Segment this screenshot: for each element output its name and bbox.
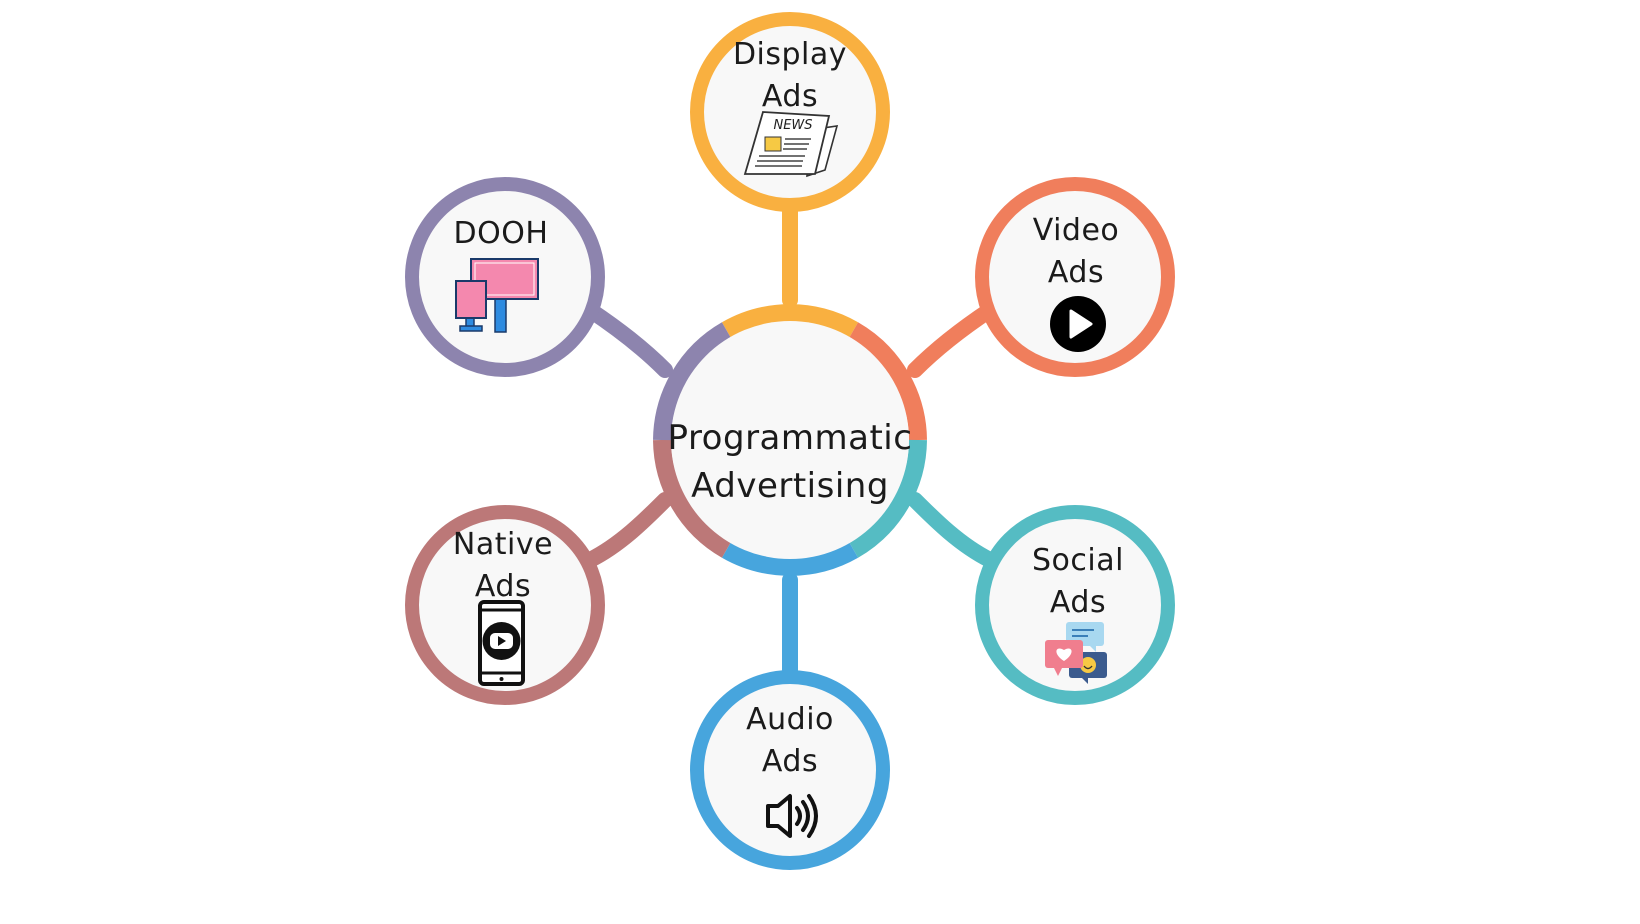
center-ring: [653, 304, 927, 576]
center-label-line2: Advertising: [691, 466, 889, 506]
connector-dooh: [582, 302, 673, 378]
node-audio: [690, 670, 890, 870]
native-ads-label: Native Ads: [403, 524, 603, 608]
display-ads-label-line1: Display: [732, 37, 848, 72]
newspaper-icon-text: NEWS: [773, 118, 812, 133]
social-ads-label-line2: Ads: [1049, 585, 1107, 620]
connector-social: [907, 492, 998, 568]
social-ads-label-line1: Social: [1032, 543, 1124, 578]
connector-native: [582, 492, 673, 568]
connector-video: [907, 302, 998, 378]
node-display-ring: [690, 12, 890, 212]
node-social: [975, 505, 1175, 705]
ring-arc-dooh: [653, 322, 732, 441]
native-ads-label-line2: Ads: [474, 569, 532, 604]
ring-arc-display: [721, 304, 859, 338]
display-ads-label-line2: Ads: [761, 79, 819, 114]
smartphone-video-icon: [478, 600, 525, 686]
node-video: [975, 177, 1175, 377]
ring-arc-social: [848, 439, 927, 558]
connectors: [582, 202, 998, 678]
node-video-ring: [975, 177, 1175, 377]
node-social-ring: [975, 505, 1175, 705]
dooh-label-line1: DOOH: [453, 216, 549, 251]
ring-arc-native: [653, 439, 732, 558]
display-ads-label: Display Ads: [690, 34, 890, 118]
center-label: Programmatic Advertising: [640, 414, 940, 510]
play-button-icon: [1050, 296, 1106, 352]
native-ads-label-line1: Native: [452, 527, 554, 562]
audio-ads-label-line2: Ads: [761, 744, 819, 779]
newspaper-icon: NEWS: [743, 111, 839, 178]
audio-ads-label: Audio Ads: [690, 699, 890, 783]
video-ads-label: Video Ads: [976, 210, 1176, 294]
chat-bubbles-icon: [1045, 622, 1107, 684]
audio-ads-label-line1: Audio: [746, 702, 834, 737]
dooh-label: DOOH: [401, 213, 601, 255]
video-ads-label-line1: Video: [1032, 213, 1120, 248]
billboard-screens-icon: [455, 258, 539, 333]
center-circle: [671, 321, 909, 559]
social-ads-label: Social Ads: [978, 540, 1178, 624]
center-label-line1: Programmatic: [667, 418, 913, 458]
video-ads-label-line2: Ads: [1047, 255, 1105, 290]
speaker-icon: [766, 794, 818, 838]
node-display: [690, 12, 890, 212]
ring-arc-audio: [721, 542, 859, 576]
ring-arc-video: [848, 322, 927, 441]
node-audio-ring: [690, 670, 890, 870]
